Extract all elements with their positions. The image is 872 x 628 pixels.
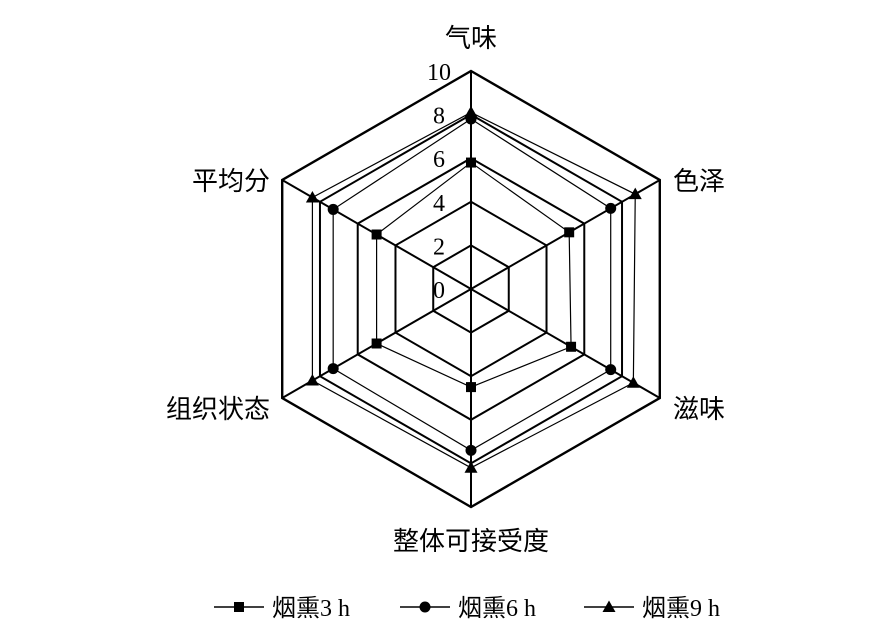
tick-label: 8: [433, 104, 445, 130]
circle-marker: [327, 363, 339, 375]
legend-label: 烟熏9 h: [642, 595, 720, 622]
triangle-marker: [602, 600, 616, 612]
series-square: [371, 157, 577, 393]
triangle-marker: [628, 187, 642, 200]
axis-label: 组织状态: [166, 395, 270, 424]
circle-marker: [605, 202, 617, 214]
triangle-marker: [464, 461, 478, 473]
radar-tick-labels: 0 2 4 6 8 10: [427, 60, 451, 304]
axis-spoke: [470, 288, 661, 399]
radar-series: [305, 105, 642, 473]
axis-label: 气味: [445, 24, 497, 53]
square-marker: [466, 157, 476, 168]
circle-marker: [605, 364, 617, 376]
legend: 烟熏3 h 烟熏6 h 烟熏9 h: [214, 595, 720, 622]
square-marker: [234, 602, 244, 612]
legend-label: 烟熏6 h: [458, 595, 536, 622]
circle-marker: [327, 203, 339, 215]
tick-label: 4: [433, 191, 445, 217]
square-marker: [566, 341, 577, 352]
square-marker: [371, 229, 382, 240]
radar-axes: [281, 71, 661, 507]
axis-label: 色泽: [673, 167, 725, 196]
tick-label: 10: [427, 60, 451, 86]
triangle-marker: [626, 376, 640, 388]
axis-label: 滋味: [673, 395, 725, 424]
square-marker: [564, 227, 575, 238]
triangle-marker: [305, 190, 319, 203]
circle-marker: [465, 444, 477, 456]
legend-item: 烟熏9 h: [584, 595, 720, 622]
axis-label: 整体可接受度: [393, 527, 549, 556]
legend-item: 烟熏3 h: [214, 595, 350, 622]
tick-label: 2: [433, 234, 445, 260]
legend-label: 烟熏3 h: [272, 595, 350, 622]
tick-label: 0: [433, 278, 445, 304]
tick-label: 6: [433, 147, 445, 173]
square-marker: [466, 382, 476, 393]
legend-item: 烟熏6 h: [400, 595, 536, 622]
series-triangle: [305, 105, 642, 473]
circle-marker: [419, 601, 431, 613]
triangle-marker: [305, 374, 319, 386]
square-marker: [371, 338, 382, 349]
axis-label: 平均分: [192, 167, 270, 196]
series-circle: [327, 113, 617, 456]
triangle-marker: [464, 105, 478, 118]
